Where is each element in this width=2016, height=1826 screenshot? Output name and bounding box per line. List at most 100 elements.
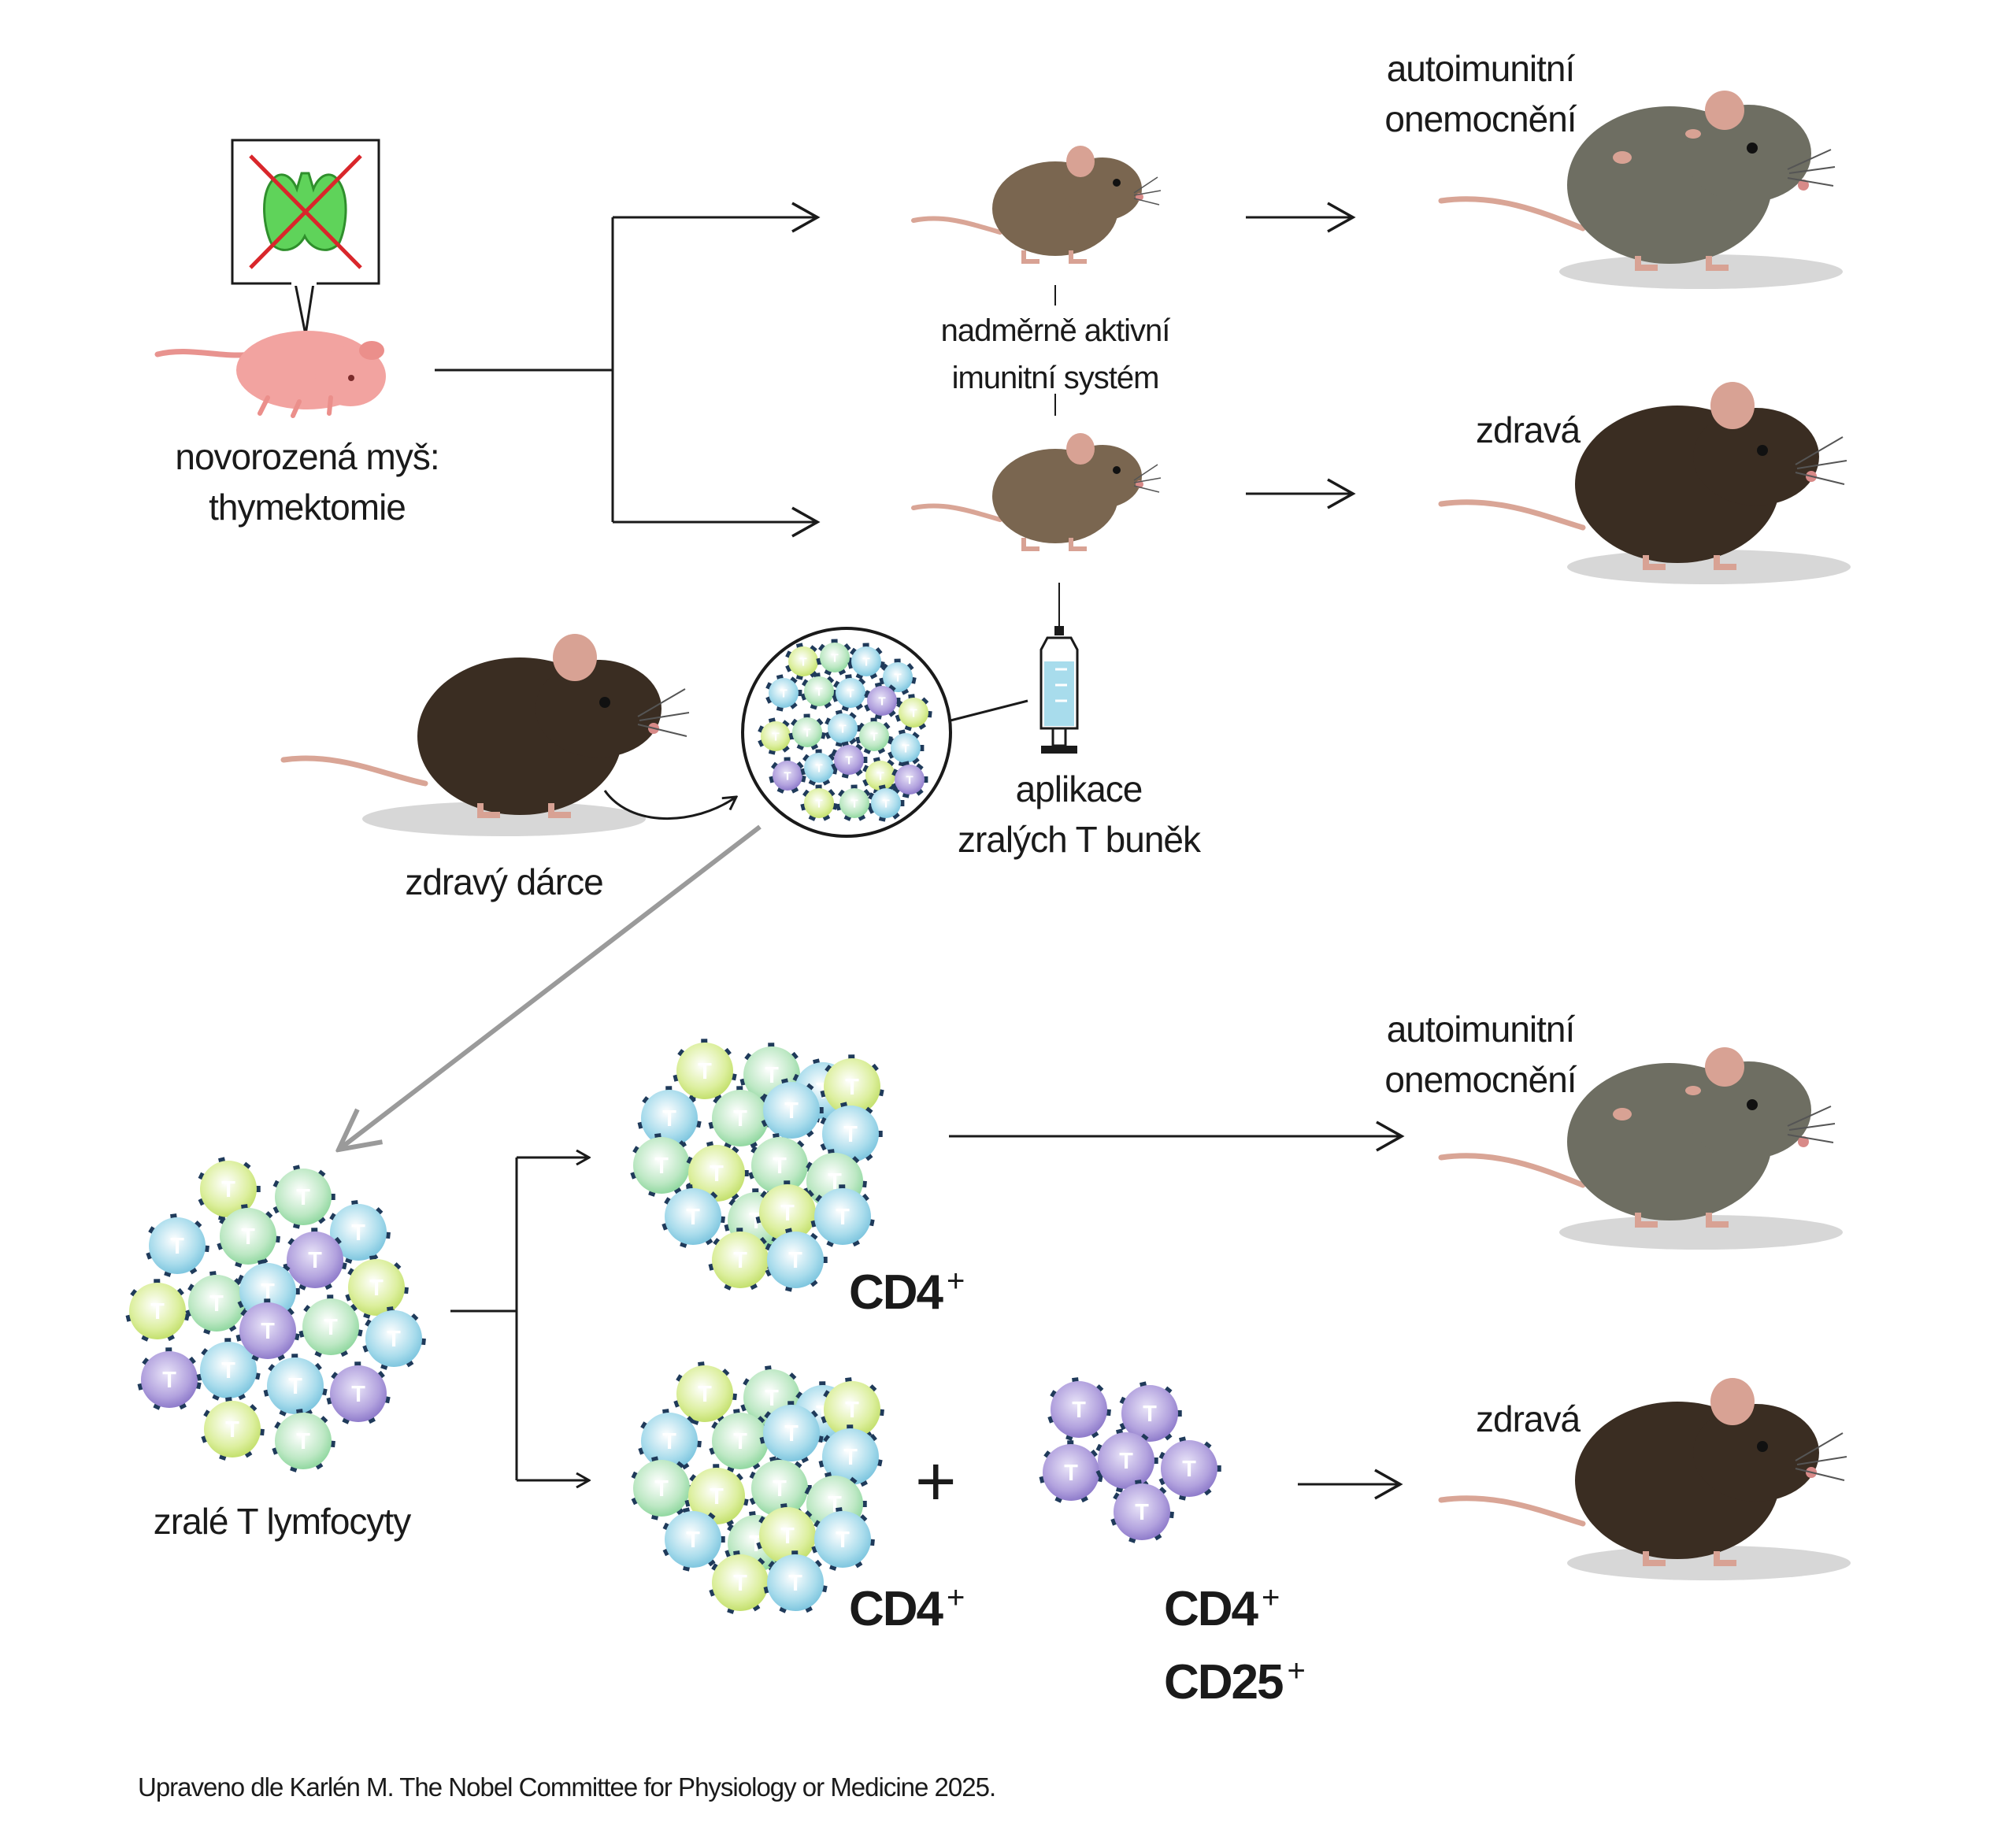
t-cell: T: [1095, 1428, 1158, 1493]
t-cell: T: [748, 1133, 812, 1197]
t-cell-letter: T: [733, 1571, 747, 1596]
t-cell-letter: T: [261, 1319, 275, 1344]
autoimmune-label-bottom: autoimunitní onemocnění: [1384, 1004, 1577, 1105]
t-cell-letter: T: [288, 1374, 302, 1399]
t-cell: T: [217, 1204, 280, 1268]
donor-label: zdravý dárce: [405, 861, 603, 902]
t-cell-letter: T: [773, 1476, 787, 1502]
cd25-plus: +: [1287, 1654, 1306, 1688]
t-cell-letter: T: [847, 687, 854, 700]
plus-sign: +: [915, 1443, 957, 1521]
t-cell-letter: T: [765, 1386, 779, 1411]
t-cell-letter: T: [828, 1169, 842, 1194]
t-cell: T: [855, 717, 893, 754]
newborn-label: novorozená myš: thymektomie: [175, 431, 439, 532]
healthy-label-top: zdravá: [1476, 409, 1581, 450]
cd4-text: CD4: [1164, 1582, 1258, 1636]
t-cell-letter: T: [241, 1224, 255, 1250]
thymus-callout: [231, 139, 380, 335]
branch-connector-top: [435, 202, 821, 538]
t-cell-letter: T: [225, 1417, 239, 1443]
t-cell: T: [272, 1165, 335, 1229]
t-cell-letter: T: [686, 1205, 700, 1230]
t-cell: T: [816, 639, 854, 676]
t-cell-letter: T: [698, 1059, 712, 1084]
cd4-line: CD4+: [1164, 1567, 1304, 1640]
cd4-text: CD4: [849, 1582, 943, 1636]
t-cell-letter: T: [780, 1201, 795, 1226]
t-cell-letter: T: [296, 1429, 310, 1454]
t-cell: T: [1039, 1440, 1103, 1503]
t-cell: T: [788, 713, 826, 750]
t-cell-letter: T: [894, 671, 902, 684]
sick-mouse-bottom-icon: [1438, 1047, 1843, 1250]
t-cell-letter: T: [910, 706, 917, 720]
t-cell-letter: T: [324, 1315, 338, 1340]
syringe-icon: [1040, 583, 1079, 754]
t-cell: T: [708, 1228, 773, 1291]
t-cell: T: [765, 1228, 828, 1292]
cd4-plus: +: [1262, 1580, 1280, 1615]
t-cell: T: [831, 741, 868, 779]
t-cell: T: [684, 1464, 749, 1527]
t-cell-letter: T: [733, 1248, 747, 1273]
t-cell-letter: T: [308, 1248, 322, 1273]
t-cell: T: [759, 1401, 824, 1464]
t-cell: T: [327, 1200, 391, 1264]
sample-to-syringe-line: [950, 699, 1028, 722]
t-cell-letter: T: [1119, 1449, 1133, 1474]
newborn-label-line1: novorozená myš:: [175, 436, 439, 477]
t-cell: T: [763, 1550, 828, 1613]
t-cell: T: [868, 784, 905, 822]
t-cell-letter: T: [843, 1122, 858, 1147]
t-cell-letter: T: [902, 742, 910, 755]
t-cell: T: [888, 729, 925, 767]
source-caption: Upraveno dle Karlén M. The Nobel Committ…: [138, 1772, 996, 1802]
injection-label: aplikace zralých T buněk: [957, 764, 1201, 865]
t-cell-letter: T: [662, 1106, 676, 1132]
t-cell-letter: T: [387, 1327, 401, 1352]
t-cell-letter: T: [845, 754, 853, 767]
branch-connector-bottom: [450, 1157, 589, 1480]
t-cell: T: [864, 682, 901, 720]
injection-label-line2: zralých T buněk: [957, 819, 1201, 860]
t-cell: T: [263, 1354, 328, 1417]
t-cell-letter: T: [686, 1528, 700, 1553]
t-cell-letter: T: [815, 685, 823, 698]
t-cell-letter: T: [882, 797, 890, 810]
newborn-label-line2: thymektomie: [209, 487, 406, 528]
t-cell: T: [362, 1306, 426, 1370]
t-cell-letter: T: [850, 797, 858, 810]
t-cell: T: [800, 784, 838, 821]
t-cell-letter: T: [780, 1524, 795, 1549]
overactive-label-line2: imunitní systém: [951, 361, 1160, 395]
donor-mouse-icon: [280, 634, 690, 836]
t-cell-letter: T: [784, 1421, 799, 1446]
t-cell-letter: T: [662, 1429, 676, 1454]
t-cell: T: [673, 1361, 737, 1425]
young-mouse-top-icon: [911, 146, 1162, 264]
t-cell: T: [825, 709, 862, 747]
t-cell-letter: T: [221, 1177, 235, 1202]
t-cell-letter: T: [862, 655, 870, 669]
overactive-label-line1: nadměrně aktivní: [940, 313, 1171, 348]
t-cell: T: [1158, 1436, 1221, 1501]
t-cell: T: [769, 757, 806, 794]
t-cell: T: [832, 674, 869, 712]
t-cell-letter: T: [170, 1234, 184, 1259]
t-cell-letter: T: [710, 1161, 724, 1187]
t-cell-letter: T: [351, 1220, 365, 1246]
t-cell-letter: T: [369, 1276, 384, 1301]
t-cell-letter: T: [799, 655, 807, 669]
overactive-label: nadměrně aktivní imunitní systém: [940, 307, 1171, 402]
t-cell-letter: T: [1135, 1500, 1149, 1525]
t-cell-letter: T: [1143, 1402, 1157, 1427]
t-cell-letter: T: [1072, 1398, 1086, 1423]
t-cell: T: [891, 761, 928, 798]
cd4-label-bottom: CD4+: [849, 1567, 965, 1640]
t-cell-letter: T: [836, 1205, 850, 1230]
